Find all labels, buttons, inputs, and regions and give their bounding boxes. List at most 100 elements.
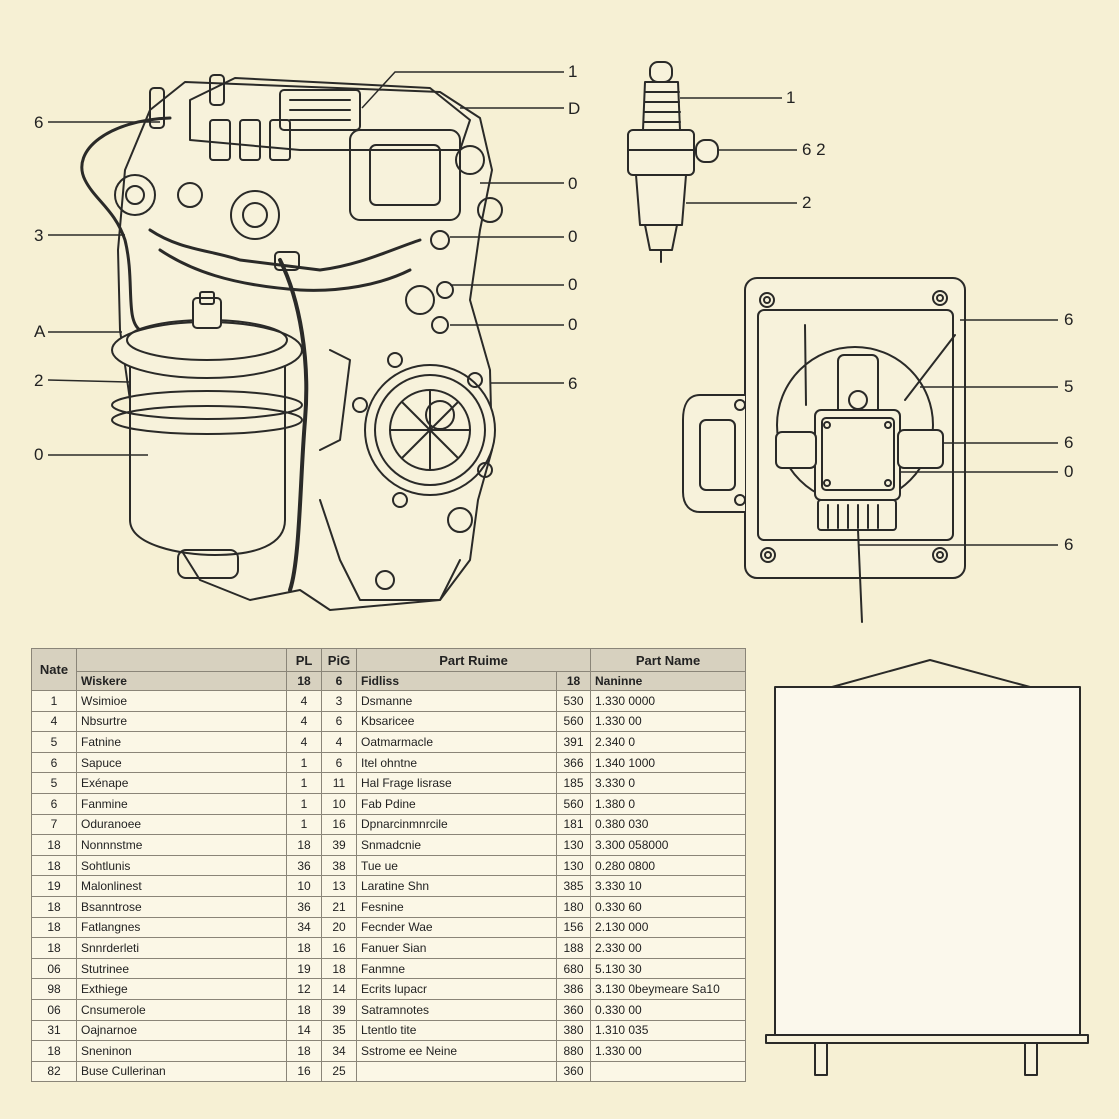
cell-pig: 25 — [321, 1060, 357, 1083]
callout-engine-right-5: 0 — [568, 275, 578, 294]
valve-cover — [189, 77, 471, 151]
cell-code: 680 — [555, 957, 592, 980]
cell-code: 366 — [555, 751, 592, 774]
callout-engine-left-4: 2 — [34, 371, 44, 390]
cell-part-ruime: Kbsaricee — [356, 710, 557, 733]
cell-pl: 1 — [286, 772, 322, 794]
cell-code: 360 — [555, 998, 592, 1021]
callout-mount-plate-2: 5 — [1064, 377, 1074, 396]
cell-part-name: 1.330 00 — [590, 710, 747, 733]
cell-nate: 31 — [31, 1019, 77, 1042]
cell-wiskere: Malonlinest — [76, 875, 287, 897]
oil-filter — [111, 291, 303, 579]
cell-pig: 35 — [321, 1019, 357, 1042]
cell-code: 386 — [555, 978, 592, 1000]
cell-part-name: 0.380 030 — [590, 813, 747, 836]
cell-wiskere: Nonnnstme — [76, 834, 287, 856]
cell-wiskere: Fatlangnes — [76, 916, 287, 939]
table-header-row: Nate PL PiG Part Ruime Part Name — [31, 648, 747, 691]
cell-pl: 10 — [286, 875, 322, 897]
callout-mount-plate-5: 6 — [1064, 535, 1074, 554]
cell-nate: 4 — [31, 710, 77, 733]
cell-wiskere: Cnsumerole — [76, 998, 287, 1021]
cell-part-name: 1.310 035 — [590, 1019, 747, 1042]
cell-nate: 6 — [31, 751, 77, 774]
cell-nate: 18 — [31, 895, 77, 918]
cell-pl: 1 — [286, 792, 322, 815]
callout-spark-plug-3: 2 — [802, 193, 812, 212]
cell-pig: 34 — [321, 1040, 357, 1062]
cell-code: 560 — [555, 792, 592, 815]
cell-pl: 1 — [286, 751, 322, 774]
cell-code: 181 — [555, 813, 592, 836]
cell-code: 180 — [555, 895, 592, 918]
cell-wiskere: Sneninon — [76, 1040, 287, 1062]
cell-nate: 6 — [31, 792, 77, 815]
cell-pig: 16 — [321, 937, 357, 959]
cell-part-ruime: Ecrits lupacr — [356, 978, 557, 1000]
cell-part-name: 0.280 0800 — [590, 854, 747, 877]
cell-part-ruime: Sstrome ee Neine — [356, 1040, 557, 1062]
subheader-6: 6 — [321, 671, 357, 691]
cell-part-name: 1.330 0000 — [590, 690, 747, 712]
cell-part-ruime: Dsmanne — [356, 690, 557, 712]
cell-pl: 34 — [286, 916, 322, 939]
easel-board — [765, 659, 1089, 1076]
cell-part-ruime: Oatmarmacle — [356, 731, 557, 753]
engine-assembly — [80, 74, 503, 611]
cell-wiskere: Bsanntrose — [76, 895, 287, 918]
subheader-naninne: Naninne — [590, 671, 747, 691]
sensor-left — [114, 174, 156, 216]
cell-pig: 10 — [321, 792, 357, 815]
cell-nate: 7 — [31, 813, 77, 836]
mount-plate — [682, 277, 966, 623]
cell-wiskere: Buse Cullerinan — [76, 1060, 287, 1083]
cell-code: 560 — [555, 710, 592, 733]
cell-wiskere: Nbsurtre — [76, 710, 287, 733]
callout-engine-left-1: 6 — [34, 113, 44, 132]
cell-part-name: 1.380 0 — [590, 792, 747, 815]
cell-part-ruime: Ltentlo tite — [356, 1019, 557, 1042]
cell-part-name: 0.330 00 — [590, 998, 747, 1021]
cell-part-ruime: Hal Frage lisrase — [356, 772, 557, 794]
cell-nate: 06 — [31, 957, 77, 980]
cell-part-name: 2.330 00 — [590, 937, 747, 959]
cell-wiskere: Exénape — [76, 772, 287, 794]
coolant-hose — [278, 258, 309, 592]
cell-part-name: 3.300 058000 — [590, 834, 747, 856]
cell-pl: 18 — [286, 998, 322, 1021]
header-pig: PiG — [321, 648, 357, 672]
cell-nate: 1 — [31, 690, 77, 712]
callout-engine-right-2: D — [568, 99, 581, 118]
cell-pl: 16 — [286, 1060, 322, 1083]
cell-pig: 6 — [321, 710, 357, 733]
callout-mount-plate-4: 0 — [1064, 462, 1074, 481]
cell-pig: 39 — [321, 998, 357, 1021]
callout-mount-plate-1: 6 — [1064, 310, 1074, 329]
table-subheader-row: Wiskere 18 6 Fidliss 18 Naninne — [32, 671, 747, 691]
cell-nate: 06 — [31, 998, 77, 1021]
cell-nate: 82 — [31, 1060, 77, 1083]
subheader-fidliss: Fidliss — [356, 671, 557, 691]
cell-pig: 18 — [321, 957, 357, 980]
cell-part-ruime: Fecnder Wae — [356, 916, 557, 939]
cell-code: 385 — [555, 875, 592, 897]
cell-pl: 18 — [286, 1040, 322, 1062]
cell-code: 185 — [555, 772, 592, 794]
cell-pl: 18 — [286, 834, 322, 856]
cell-wiskere: Snnrderleti — [76, 937, 287, 959]
cell-pig: 6 — [321, 751, 357, 774]
cell-pig: 38 — [321, 854, 357, 877]
intake-housing — [349, 129, 461, 221]
cell-pig: 4 — [321, 731, 357, 753]
